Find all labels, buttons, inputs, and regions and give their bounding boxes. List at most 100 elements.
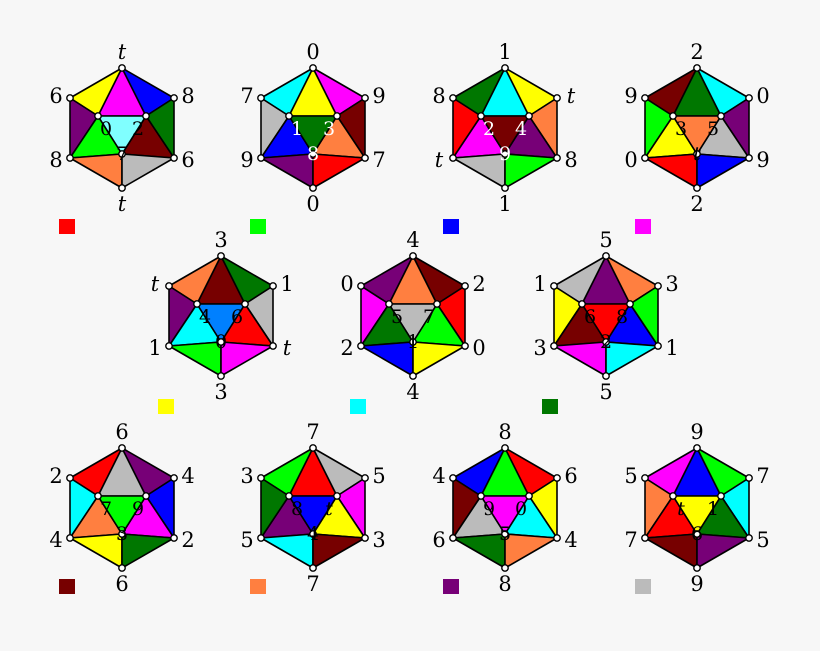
vertex-dot (285, 492, 293, 500)
vertex-dot (94, 492, 102, 500)
label-top: 0 (306, 40, 319, 64)
label-bottom: 9 (690, 572, 703, 596)
inner-label: 1 (407, 331, 419, 353)
vertex-dot (745, 154, 753, 162)
vertex-dot (693, 530, 701, 538)
face-center (581, 303, 631, 343)
label-bottom: 2 (690, 192, 703, 216)
face-bottom-right (696, 153, 750, 189)
face-bottom-left (452, 533, 506, 569)
label-upper-left: 5 (624, 464, 637, 488)
vertex-dot (165, 342, 173, 350)
label-top: 2 (690, 40, 703, 64)
vertex-dot (409, 338, 417, 346)
inner-label: 4 (199, 306, 211, 328)
vertex-dot (257, 154, 265, 162)
label-top: t (118, 40, 127, 64)
label-upper-right: t (567, 84, 576, 108)
label-upper-left: 9 (624, 84, 637, 108)
label-bottom: 5 (599, 380, 612, 404)
vertex-dot (118, 564, 126, 572)
vertex-dot (745, 534, 753, 542)
label-lower-left: 2 (340, 336, 353, 360)
vertex-dot (333, 492, 341, 500)
label-upper-left: 4 (432, 464, 445, 488)
vertex-dot (193, 300, 201, 308)
vertex-dot (257, 474, 265, 482)
vertex-dot (578, 300, 586, 308)
vertex-dot (385, 300, 393, 308)
label-lower-left: 4 (49, 528, 62, 552)
vertex-dot (501, 64, 509, 72)
inner-label: 2 (132, 118, 144, 140)
vertex-dot (170, 94, 178, 102)
vertex-dot (717, 492, 725, 500)
vertex-dot (641, 534, 649, 542)
label-top: 1 (498, 40, 511, 64)
label-lower-right: t (283, 336, 292, 360)
vertex-dot (66, 474, 74, 482)
face-bottom-right (504, 533, 558, 569)
vertex-dot (477, 112, 485, 120)
face-bottom-left (168, 341, 222, 377)
label-upper-right: 9 (372, 84, 385, 108)
face-center (288, 115, 338, 155)
label-lower-left: 0 (624, 148, 637, 172)
vertex-dot (217, 338, 225, 346)
label-lower-left: 7 (624, 528, 637, 552)
inner-label: 7 (116, 143, 128, 165)
vertex-dot (269, 342, 277, 350)
inner-label: 9 (132, 498, 144, 520)
face-center (388, 303, 438, 343)
label-lower-right: 3 (372, 528, 385, 552)
vertex-dot (693, 564, 701, 572)
face-center (97, 115, 147, 155)
label-bottom: 7 (306, 572, 319, 596)
vertex-dot (357, 282, 365, 290)
label-top: 5 (599, 228, 612, 252)
vertex-dot (477, 492, 485, 500)
vertex-dot (94, 112, 102, 120)
face-center (480, 115, 530, 155)
inner-label: 8 (307, 143, 319, 165)
color-swatch (443, 579, 459, 594)
vertex-dot (361, 534, 369, 542)
label-lower-right: 5 (756, 528, 769, 552)
label-upper-left: 2 (49, 464, 62, 488)
label-lower-right: 8 (564, 148, 577, 172)
vertex-dot (118, 64, 126, 72)
label-upper-right: 8 (181, 84, 194, 108)
label-upper-right: 5 (372, 464, 385, 488)
label-upper-left: 1 (533, 272, 546, 296)
label-lower-left: 6 (432, 528, 445, 552)
inner-label: 3 (116, 523, 128, 545)
color-swatch (635, 219, 651, 234)
vertex-dot (602, 338, 610, 346)
face-bottom-left (260, 533, 314, 569)
face-bottom-left (69, 533, 123, 569)
vertex-dot (501, 564, 509, 572)
face-bottom-right (312, 153, 366, 189)
inner-label: 3 (323, 118, 335, 140)
vertex-dot (641, 474, 649, 482)
label-lower-left: 5 (240, 528, 253, 552)
vertex-dot (309, 444, 317, 452)
face-bottom-right (412, 341, 466, 377)
inner-label: 0 (100, 118, 112, 140)
vertex-dot (461, 282, 469, 290)
inner-label: 0 (515, 498, 527, 520)
face-bottom-right (312, 533, 366, 569)
vertex-dot (170, 534, 178, 542)
inner-label: 4 (307, 523, 319, 545)
inner-label: 3 (675, 118, 687, 140)
vertex-dot (217, 372, 225, 380)
vertex-dot (170, 154, 178, 162)
